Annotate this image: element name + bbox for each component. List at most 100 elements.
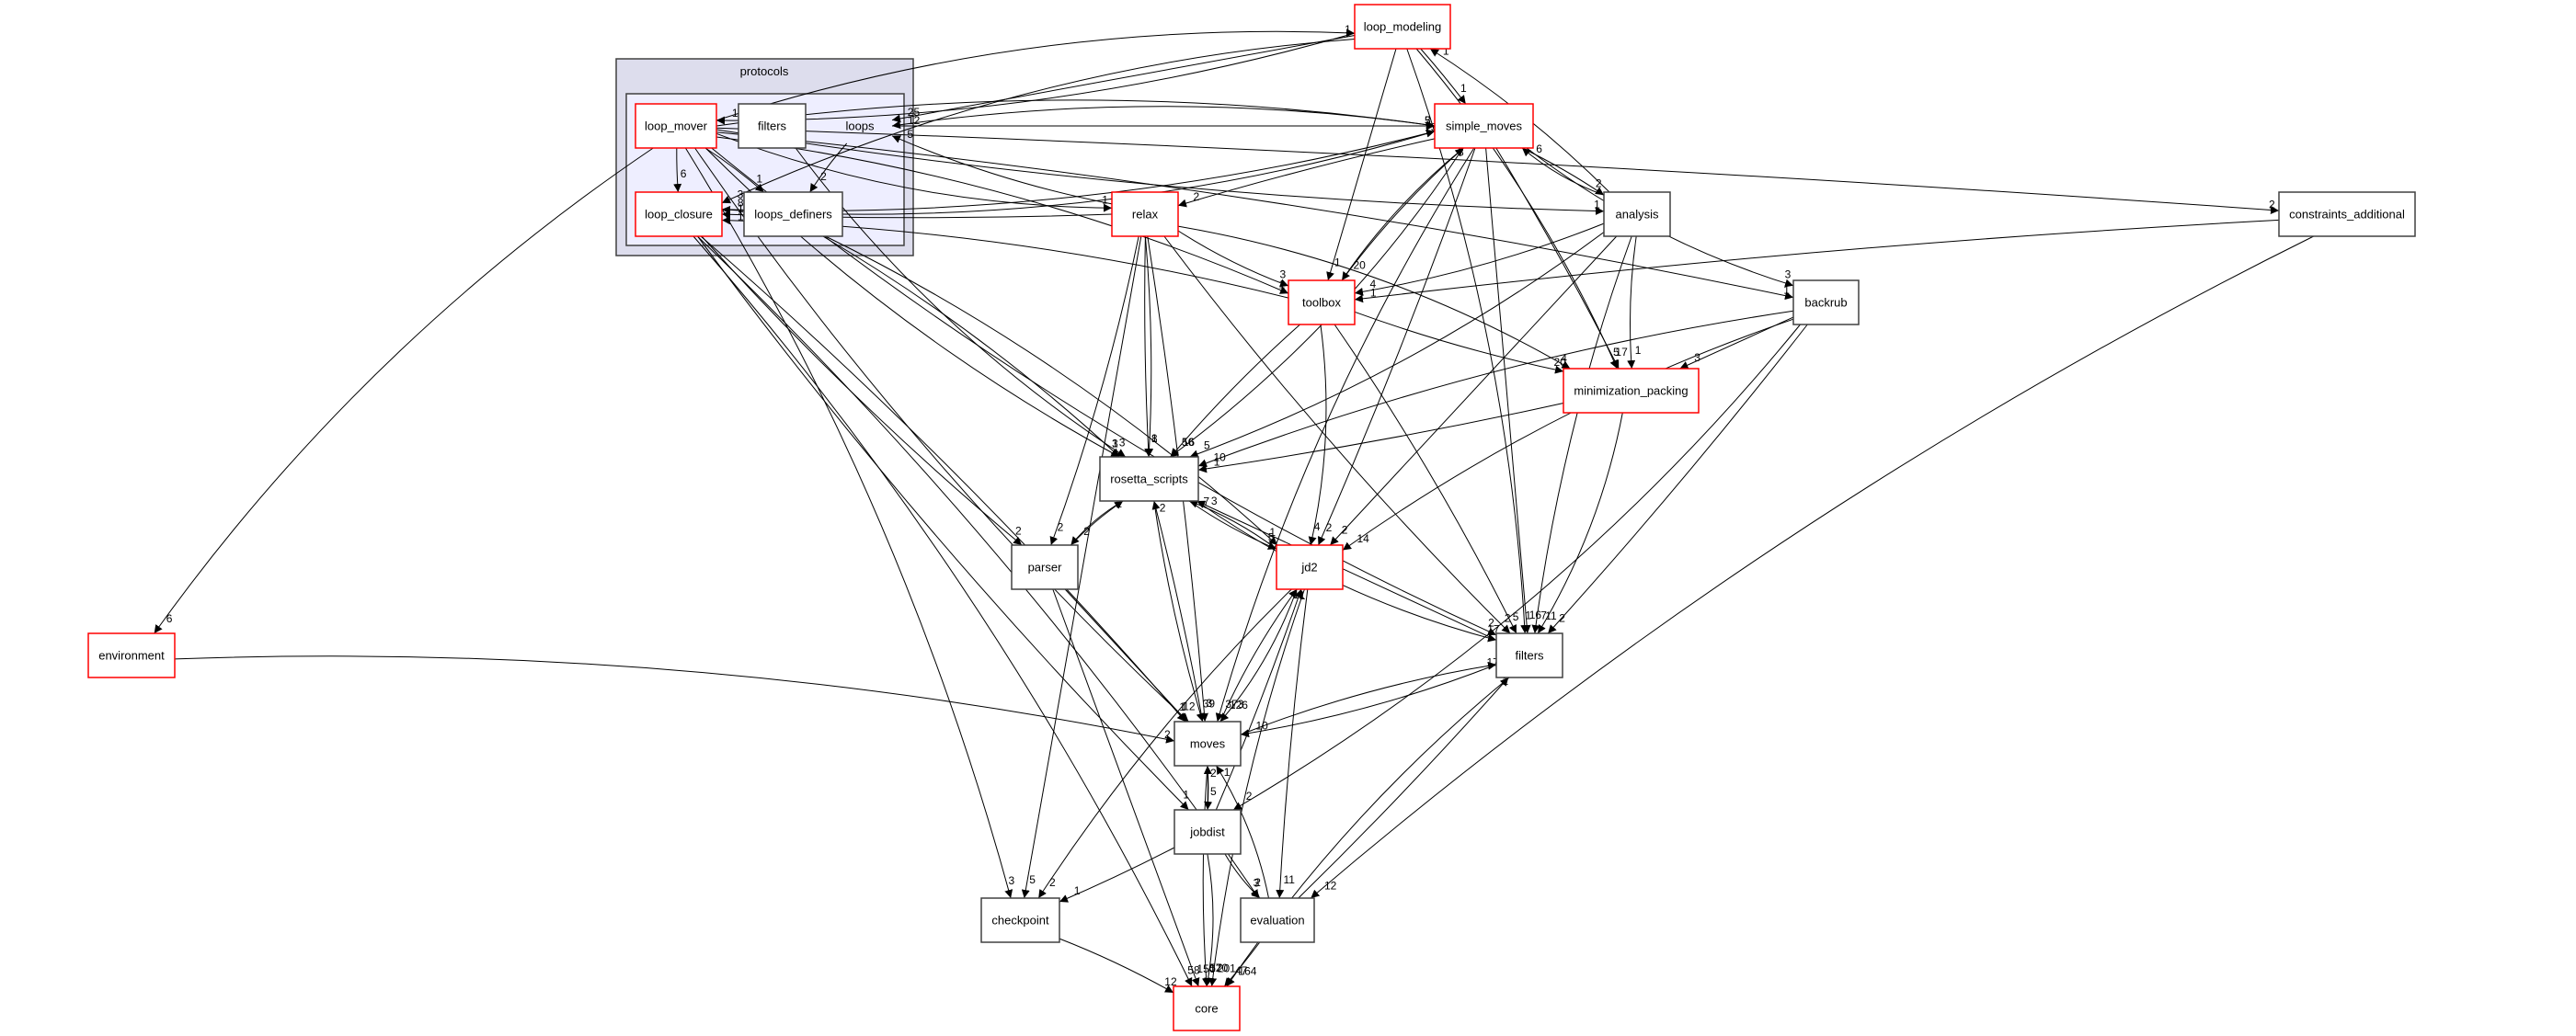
edge-weight-label[interactable]: 1 [1214, 456, 1220, 469]
edge-loop-modeling-to-loops[interactable] [891, 35, 1356, 123]
node-toolbox[interactable]: toolbox [1288, 279, 1356, 325]
edge-loop-modeling-to-simple-moves[interactable] [1420, 48, 1467, 105]
node-core[interactable]: core [1173, 985, 1241, 1031]
edge-weight-label[interactable]: 2 [1559, 611, 1565, 624]
edge-weight-label[interactable]: 373 [1225, 698, 1243, 711]
edge-analysis-to-minimization-packing[interactable] [1627, 235, 1637, 370]
edge-weight-label[interactable]: 3 [1211, 495, 1218, 507]
edge-weight-label[interactable]: 2 [820, 170, 827, 183]
node-box[interactable] [1111, 191, 1179, 237]
edge-weight-label[interactable]: 1 [1074, 884, 1081, 897]
edge-parser-to-moves[interactable] [1064, 588, 1188, 723]
edge-jd2-to-evaluation[interactable] [1276, 588, 1309, 899]
edge-weight-label[interactable]: 2 [1164, 728, 1171, 741]
edge-weight-label[interactable]: 1 [1102, 194, 1108, 207]
edge-backrub-to-jobdist[interactable] [1232, 324, 1801, 811]
edge-weight-label[interactable]: 2 [1326, 521, 1333, 534]
node-loop-closure[interactable]: loop_closure [635, 191, 723, 237]
node-minimization-packing[interactable]: minimization_packing [1563, 368, 1700, 414]
node-box[interactable] [1354, 4, 1451, 50]
node-simple-moves[interactable]: simple_moves [1434, 103, 1534, 149]
edge-weight-label[interactable]: 16 [1529, 609, 1542, 621]
node-constraints-additional[interactable]: constraints_additional [2278, 191, 2416, 237]
node-box[interactable] [738, 103, 807, 149]
node-loop-modeling[interactable]: loop_modeling [1354, 4, 1451, 50]
edge-weight-label[interactable]: 5 [1613, 346, 1620, 359]
node-box[interactable] [1603, 191, 1671, 237]
edge-backrub-to-jd2[interactable] [1342, 318, 1794, 551]
node-box[interactable] [1288, 279, 1356, 325]
node-filters[interactable]: filters [1495, 632, 1563, 678]
edge-evaluation-to-filters[interactable] [1298, 677, 1509, 899]
edge-weight-label[interactable]: 3 [738, 188, 744, 200]
edge-weight-label[interactable]: 2 [1342, 524, 1348, 537]
edge-weight-label[interactable]: 6 [681, 167, 687, 180]
edge-weight-label[interactable]: 1 [756, 173, 762, 186]
edge-weight-label[interactable]: 39 [1203, 697, 1216, 710]
edge-weight-label[interactable]: 3 [1119, 436, 1126, 449]
edge-weight-label[interactable]: 1 [738, 202, 744, 215]
edge-weight-label[interactable]: 5 [1029, 873, 1036, 886]
edge-environment-to-moves[interactable] [174, 655, 1175, 744]
node-box[interactable] [1011, 544, 1079, 590]
edge-weight-label[interactable]: 2 [1049, 876, 1056, 889]
edge-weight-label[interactable]: 1 [1783, 283, 1790, 296]
edge-loop-mover-to-constraints-additional[interactable] [716, 127, 2280, 214]
edge-weight-label[interactable]: 1 [1224, 766, 1231, 779]
edge-toolbox-to-rosetta-scripts[interactable] [1170, 324, 1300, 458]
edge-loop-mover-to-checkpoint[interactable] [684, 147, 1013, 899]
node-box[interactable] [743, 191, 843, 237]
edge-weight-label[interactable]: 5 [1425, 114, 1431, 127]
edge-moves-to-core[interactable] [1201, 765, 1210, 987]
edge-weight-label[interactable]: 14 [1357, 532, 1370, 545]
edge-constraints-additional-to-toolbox[interactable] [1354, 219, 2280, 303]
node-box[interactable] [635, 103, 717, 149]
edge-simple-moves-to-analysis[interactable] [1521, 147, 1605, 196]
edge-weight-label[interactable]: 1 [1279, 279, 1286, 291]
edge-jd2-to-checkpoint[interactable] [1037, 588, 1292, 899]
node-box[interactable] [1099, 456, 1199, 502]
node-box[interactable] [1495, 632, 1563, 678]
edge-weight-label[interactable]: 1 [1443, 45, 1449, 58]
edge-weight-label[interactable]: 2 [1596, 176, 1602, 189]
edge-analysis-to-filters[interactable] [1531, 235, 1632, 634]
edge-loop-closure-to-moves[interactable] [700, 235, 1186, 723]
node-environment[interactable]: environment [87, 632, 176, 678]
edge-weight-label[interactable]: 12 [1324, 879, 1337, 892]
node-box[interactable] [1240, 897, 1315, 943]
edge-weight-label[interactable]: 6 [1536, 142, 1542, 155]
edge-toolbox-to-simple-moves[interactable] [1341, 147, 1464, 281]
edge-toolbox-to-filters[interactable] [1334, 324, 1517, 634]
edge-relax-to-rosetta-scripts[interactable] [1144, 235, 1153, 458]
edge-weight-label[interactable]: 10 [1214, 451, 1227, 464]
edge-loops-definers-to-rosetta-scripts[interactable] [822, 235, 1120, 458]
node-box[interactable] [980, 897, 1060, 943]
node-jd2[interactable]: jd2 [1276, 544, 1344, 590]
edge-rosetta-scripts-to-parser[interactable] [1070, 500, 1124, 546]
edge-loop-closure-to-jobdist[interactable] [697, 235, 1189, 811]
edge-checkpoint-to-core[interactable] [1059, 938, 1174, 994]
node-rosetta-scripts[interactable]: rosetta_scripts [1099, 456, 1199, 502]
edge-relax-to-parser[interactable] [1049, 235, 1139, 546]
edge-weight-label[interactable]: 201 [1218, 962, 1236, 974]
edge-weight-label[interactable]: 1 [1345, 23, 1351, 36]
edge-simple-moves-to-moves[interactable] [1215, 147, 1475, 723]
edge-weight-label[interactable]: 1 [1179, 700, 1185, 713]
edge-loop-modeling-to-filters[interactable] [1406, 48, 1529, 634]
edge-loop-modeling-to-loop-mover[interactable] [716, 32, 1356, 125]
edge-weight-label[interactable]: 3 [1280, 268, 1287, 281]
edge-weight-label[interactable]: 5 [1204, 438, 1210, 451]
edge-weight-label[interactable]: 25 [908, 106, 921, 119]
edge-loop-closure-to-parser[interactable] [701, 235, 1023, 546]
edge-weight-label[interactable]: 11 [1545, 609, 1557, 622]
edge-relax-to-loops[interactable] [891, 135, 1113, 205]
edge-weight-label[interactable]: 58 [1187, 963, 1200, 976]
edge-weight-label[interactable]: 1 [1269, 526, 1276, 539]
edge-analysis-to-simple-moves[interactable] [1521, 147, 1605, 196]
edge-loop-mover-to-simple-moves[interactable] [716, 99, 1436, 130]
edge-jd2-to-core[interactable] [1208, 588, 1305, 987]
edge-loops-to-loops-definers[interactable] [809, 142, 848, 193]
edge-backrub-to-filters[interactable] [1547, 324, 1808, 634]
edge-simple-moves-to-filters[interactable] [1485, 147, 1531, 634]
node-box[interactable] [1174, 721, 1242, 767]
